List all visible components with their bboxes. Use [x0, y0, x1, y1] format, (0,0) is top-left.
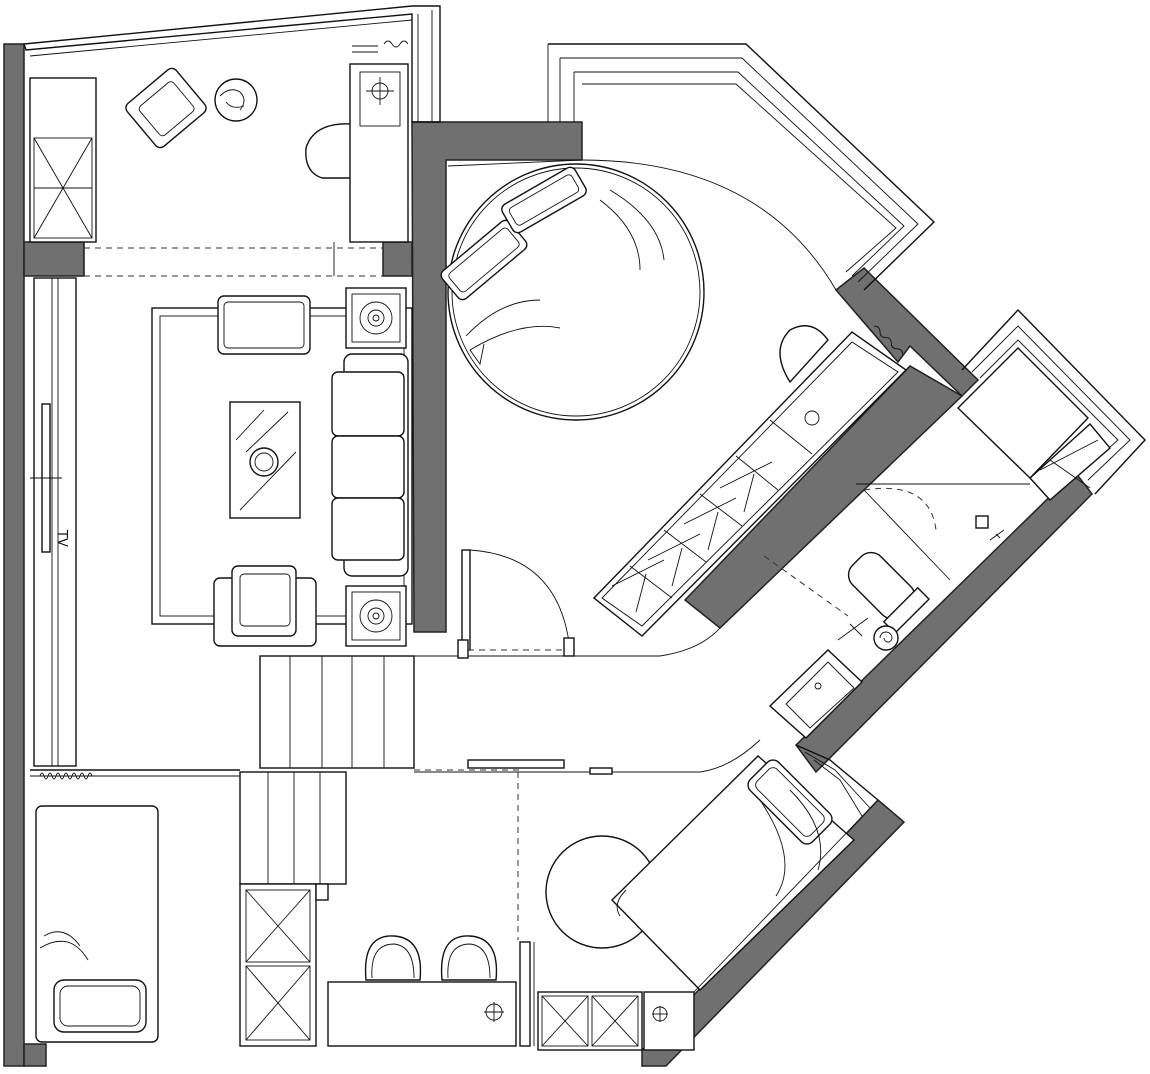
bath-spiral — [873, 625, 899, 651]
round-table-balcony — [214, 78, 258, 122]
small-bedroom — [35, 805, 159, 1043]
coffee-table-plant — [249, 447, 279, 477]
stairs — [30, 627, 761, 940]
ottoman — [217, 295, 311, 355]
armchair-living — [213, 565, 317, 647]
bath-vanity — [768, 649, 864, 739]
bath-balcony-cabinet — [1029, 422, 1111, 501]
armchair-balcony — [125, 67, 207, 149]
living-room: TV — [30, 277, 413, 767]
master-bedroom — [440, 159, 908, 659]
wall-left-bottom — [23, 1043, 47, 1067]
bedroom-door — [461, 549, 471, 651]
window-bottom-right — [795, 744, 879, 801]
study-chair-2 — [440, 935, 498, 981]
side-table-bottom — [345, 585, 407, 647]
desk-tap — [804, 410, 820, 426]
bed-pillow — [53, 979, 147, 1033]
pillow-2 — [501, 166, 587, 234]
bedroom-chair — [779, 325, 829, 384]
walls — [3, 43, 1093, 1067]
wall-top-lounge-left — [23, 241, 85, 277]
tv-label: TV — [54, 529, 69, 547]
window-bath — [961, 308, 1146, 495]
guest-bed — [611, 755, 856, 991]
tv-cabinet — [33, 277, 77, 767]
study-cabinet — [239, 883, 317, 1047]
toilet — [847, 551, 931, 635]
stool-balcony — [305, 123, 353, 179]
windows — [23, 5, 1146, 817]
window-top — [23, 5, 441, 123]
side-table-top — [345, 287, 407, 349]
guest-sink-cabinet — [643, 991, 695, 1051]
wall-closet-diagonal — [683, 365, 964, 629]
balcony-top — [29, 40, 409, 277]
study-desk — [327, 981, 517, 1047]
bathroom — [763, 347, 1111, 739]
bedroom-wardrobe — [592, 331, 908, 637]
window-bay-bedroom — [548, 43, 936, 291]
wardrobe-panels — [611, 419, 813, 613]
round-bed — [447, 163, 705, 421]
guest-cabinet — [537, 991, 643, 1051]
study-chair-1 — [364, 935, 422, 981]
wall-central-vertical — [411, 121, 583, 633]
sliding-door-track — [467, 759, 565, 769]
storage-cabinet-top-left — [29, 77, 97, 243]
wall-top-lounge-right — [382, 241, 413, 277]
study — [239, 883, 535, 1047]
wall-bath-diagonal — [795, 470, 1093, 774]
study-door — [519, 941, 531, 1047]
guest-bedroom — [537, 755, 879, 1051]
wall-left — [3, 43, 25, 1067]
shower-drain — [975, 515, 989, 529]
stair-lower — [239, 771, 347, 885]
stair-upper — [259, 655, 415, 769]
